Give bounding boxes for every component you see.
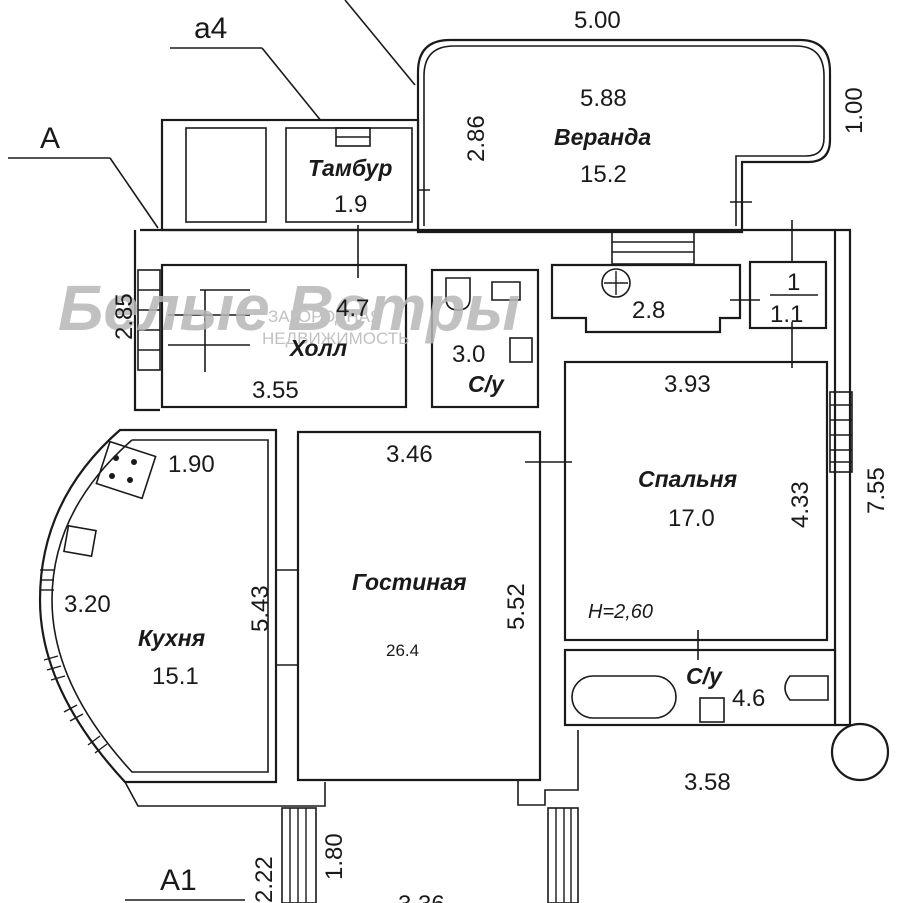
- area-wc2: 4.6: [732, 685, 765, 712]
- area-hall: 4.7: [336, 295, 369, 322]
- room-name-tambur: Тамбур: [308, 155, 392, 181]
- area-wc1: 3.0: [452, 341, 485, 368]
- dim-kitchen-arc: 3.20: [64, 591, 111, 618]
- watermark-logo: Белые Ветры: [58, 272, 520, 344]
- bedroom-labels: 3.93 Спальня 17.0 4.33 7.55 H=2,60: [588, 371, 890, 623]
- kitchen-labels: 1.90 3.20 Кухня 15.1 5.43: [64, 451, 274, 690]
- room-name-wc1: С/у: [468, 371, 505, 397]
- area-bedroom: 17.0: [668, 505, 715, 532]
- dim-living-height: 5.52: [503, 583, 530, 630]
- area-veranda: 15.2: [580, 161, 627, 188]
- sink-icon-wc1: [491, 281, 521, 301]
- dim-hall-left: 2.85: [111, 293, 138, 340]
- axis-label-a4: a4: [194, 12, 227, 45]
- toilet-icon-wc2: [784, 675, 829, 701]
- axis-labels: a4 A A1: [40, 12, 227, 897]
- dim-kitchen-top: 1.90: [168, 451, 215, 478]
- axis-label-A1: A1: [160, 864, 197, 897]
- sink-icon-wc2: [699, 697, 725, 723]
- dim-living-width: 3.46: [386, 441, 433, 468]
- room-name-wc2: С/у: [686, 663, 723, 689]
- service-labels: 3.0 С/у 2.8 1 1.1: [452, 269, 803, 397]
- stove-icon: [95, 440, 157, 500]
- area-storage: 2.8: [632, 297, 665, 324]
- dim-bedroom-height: 4.33: [787, 481, 814, 528]
- dim-bedroom-outer: 7.55: [863, 467, 890, 514]
- kitchen-windows: [40, 569, 108, 754]
- dim-veranda-height: 2.86: [463, 115, 490, 162]
- axis-leaders: [8, 0, 416, 901]
- watermark-line1: ЗАГОРОДНАЯ: [268, 307, 382, 326]
- room-name-living: Гостиная: [352, 569, 467, 595]
- building-walls: [133, 118, 890, 806]
- dim-bedroom-width: 3.93: [664, 371, 711, 398]
- area-tambur: 1.9: [334, 191, 367, 218]
- boiler-icon: [601, 268, 631, 298]
- sink-icon-kitchen: [63, 524, 97, 558]
- wc2-labels: С/у 4.6 3.58: [684, 663, 765, 796]
- dim-porch-a: 2.22: [251, 856, 278, 903]
- dim-porch-b: 1.80: [321, 833, 348, 880]
- living-labels: 3.46 Гостиная 26.4 5.52 3.36: [352, 441, 530, 903]
- closet-label: 1: [787, 269, 800, 296]
- dim-veranda-right: 1.00: [841, 87, 868, 134]
- porch-labels: 2.22 1.80: [251, 833, 348, 903]
- dim-living-bottom: 3.36: [398, 891, 445, 903]
- room-name-bedroom: Спальня: [638, 466, 738, 492]
- area-living: 26.4: [386, 641, 419, 660]
- dim-veranda-top: 5.00: [574, 7, 621, 34]
- shower-icon-wc1: [509, 337, 533, 363]
- veranda-labels: 5.00 5.88 Веранда 15.2 2.86 1.00: [463, 7, 868, 188]
- hall-labels: Тамбур 1.9 4.7 Холл 3.55 2.85: [111, 155, 392, 404]
- room-name-veranda: Веранда: [554, 124, 651, 150]
- watermark: Белые Ветры ЗАГОРОДНАЯ НЕДВИЖИМОСТЬ: [58, 272, 520, 348]
- axis-label-A: A: [40, 122, 60, 155]
- veranda: [405, 38, 832, 234]
- bathtub-icon: [571, 675, 677, 719]
- dim-hall-width: 3.55: [252, 377, 299, 404]
- kitchen-walls: [38, 428, 326, 807]
- area-kitchen: 15.1: [152, 663, 199, 690]
- room-name-kitchen: Кухня: [138, 625, 206, 651]
- area-closet: 1.1: [770, 301, 803, 328]
- toilet-icon-wc1: [445, 277, 471, 311]
- openings: [137, 127, 853, 903]
- ceiling-height-note: H=2,60: [588, 601, 653, 623]
- dim-veranda-width: 5.88: [580, 85, 627, 112]
- watermark-line2: НЕДВИЖИМОСТЬ: [262, 329, 409, 348]
- fixtures: [63, 268, 829, 723]
- dim-wc2-bottom: 3.58: [684, 769, 731, 796]
- room-name-hall: Холл: [288, 335, 347, 361]
- dim-kitchen-height: 5.43: [247, 585, 274, 632]
